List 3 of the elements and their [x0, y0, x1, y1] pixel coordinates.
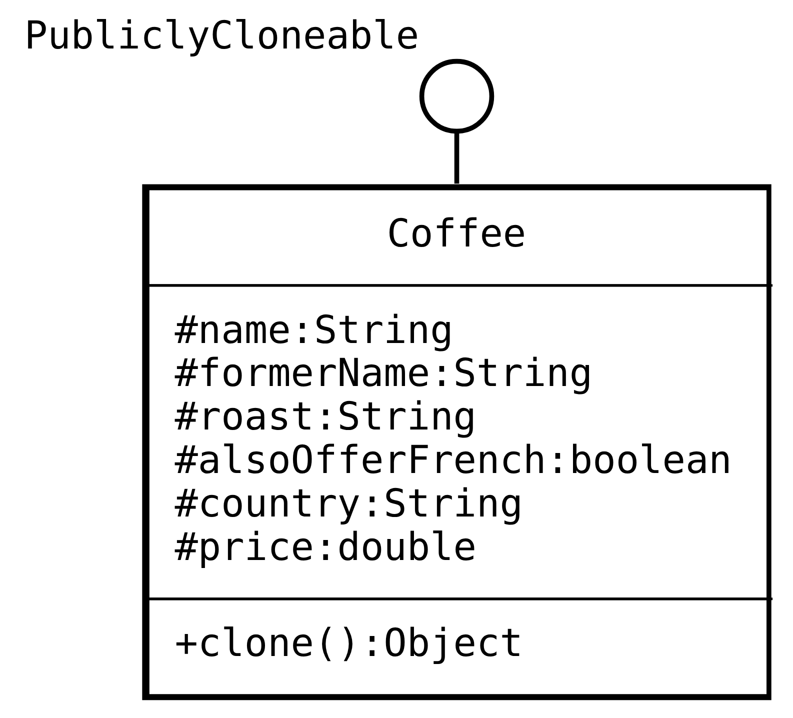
node-label: PubliclyCloneable — [24, 14, 420, 59]
node-circle — [419, 58, 494, 134]
connector — [454, 131, 460, 184]
